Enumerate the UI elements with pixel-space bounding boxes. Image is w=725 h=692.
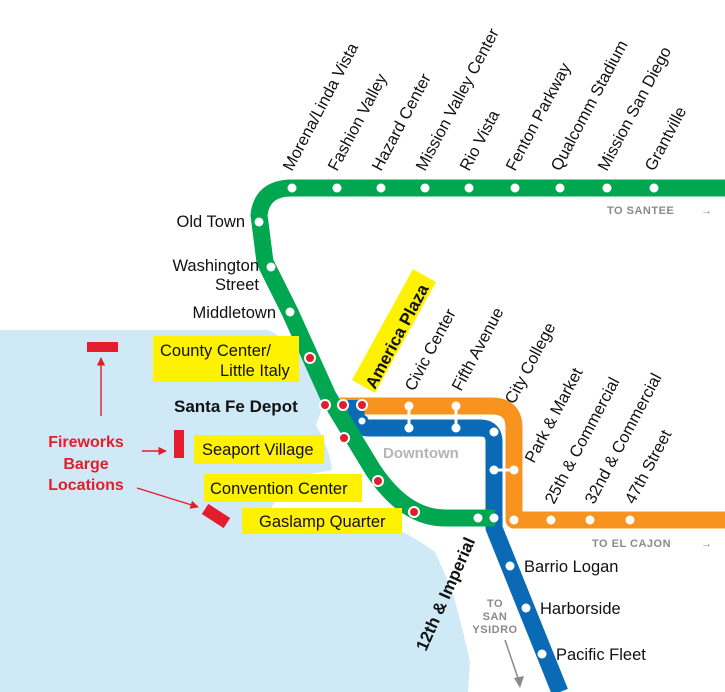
stn-grantville: Grantville	[642, 104, 691, 174]
to-santee-label: TO SANTEE	[607, 205, 674, 217]
blue-south-stops	[505, 561, 547, 659]
stn-washington-1: Washington	[172, 257, 259, 275]
barge-south	[201, 503, 231, 529]
stn-gaslamp-quarter: Gaslamp Quarter	[259, 513, 386, 531]
downtown-label: Downtown	[383, 445, 459, 462]
fireworks-line2: Barge	[63, 456, 108, 473]
stn-santa-fe-depot: Santa Fe Depot	[174, 397, 298, 416]
transfer-stops	[473, 513, 519, 525]
green-line	[250, 179, 725, 527]
to-el-cajon-label: TO EL CAJON	[592, 538, 671, 550]
stn-rio-vista: Rio Vista	[457, 107, 504, 174]
stn-county-center-2: Little Italy	[220, 362, 290, 380]
stn-seaport-village: Seaport Village	[202, 441, 314, 459]
barge-north	[87, 342, 118, 352]
stn-barrio-logan: Barrio Logan	[524, 558, 618, 576]
stn-convention-center: Convention Center	[210, 480, 348, 498]
green-west-stops	[254, 217, 295, 317]
stn-mission-valley-center: Mission Valley Center	[413, 25, 503, 174]
orange-line	[340, 397, 725, 529]
highlight-boxes	[153, 269, 436, 534]
to-san-ysidro-3: YSIDRO	[472, 624, 517, 636]
direction-el-cajon: TO EL CAJON →	[592, 538, 713, 550]
to-san-ysidro-2: SAN	[483, 611, 508, 623]
barge-middle	[174, 430, 184, 458]
fireworks-legend: Fireworks Barge Locations	[48, 434, 124, 494]
direction-santee: TO SANTEE →	[607, 205, 713, 217]
fireworks-line3: Locations	[48, 477, 124, 494]
bay-water	[0, 330, 470, 692]
highlighted-stops	[304, 352, 420, 518]
fireworks-line1: Fireworks	[48, 434, 124, 451]
to-san-ysidro-1: TO	[487, 598, 503, 610]
stn-pacific-fleet: Pacific Fleet	[556, 646, 646, 664]
barge-arrows	[96, 357, 199, 509]
to-santee-arrow-icon: →	[701, 205, 713, 217]
barge-markers	[87, 342, 231, 529]
direction-san-ysidro: TO SAN YSIDRO	[472, 598, 524, 688]
stn-city-college: City College	[502, 320, 560, 407]
stn-washington-2: Street	[215, 276, 259, 294]
orange-east-stops	[546, 515, 635, 525]
green-top-stops	[287, 183, 659, 193]
stn-county-center-1: County Center/	[160, 342, 271, 360]
stn-middletown: Middletown	[193, 304, 276, 322]
to-san-ysidro-arrow-icon	[504, 639, 521, 685]
stn-harborside: Harborside	[540, 600, 621, 618]
to-el-cajon-arrow-icon: →	[701, 538, 713, 550]
stn-25th-commercial: 25th & Commercial	[542, 375, 624, 507]
stn-old-town: Old Town	[177, 213, 245, 231]
green-top-labels: Morena/Linda Vista Fashion Valley Hazard…	[280, 25, 691, 174]
america-plaza-blue-stop	[355, 414, 369, 428]
downtown-stops	[404, 401, 519, 475]
